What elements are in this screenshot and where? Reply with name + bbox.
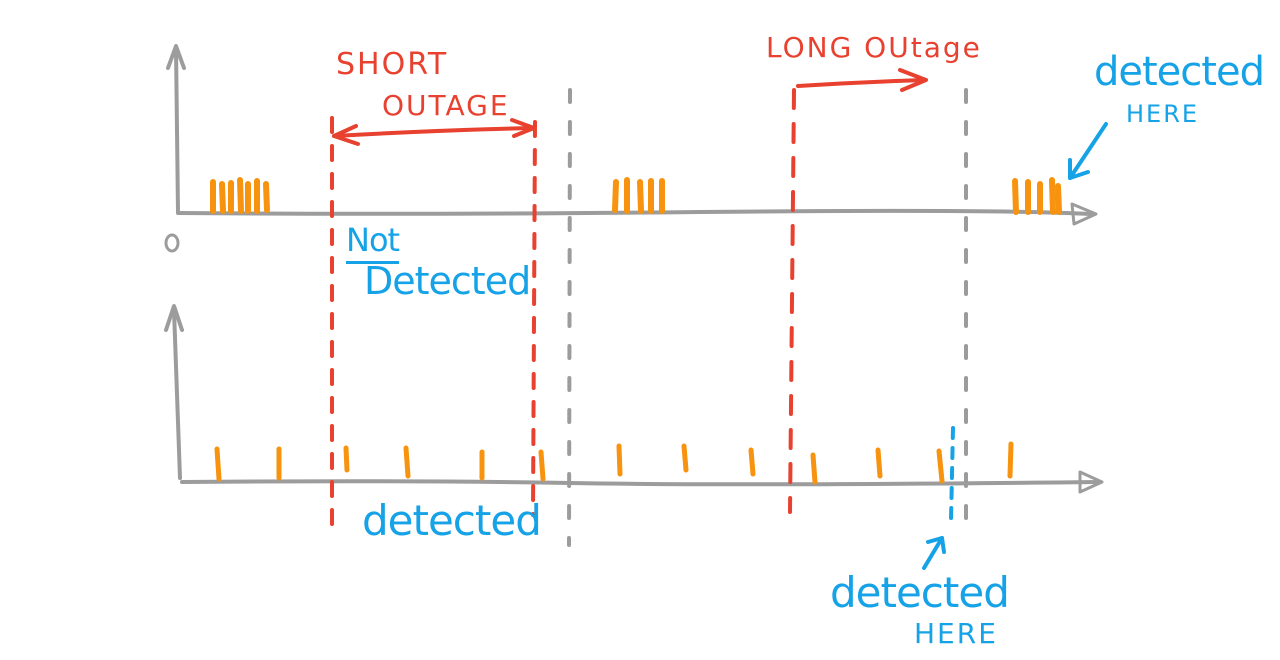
top-sample-bursts <box>210 177 1062 215</box>
bottom-x-axis <box>180 479 1100 487</box>
bottom-y-axis-arrowhead-icon <box>164 304 184 332</box>
top-y-axis-arrowhead-icon <box>166 44 186 70</box>
long-outage-start <box>788 68 928 514</box>
bottom-right-detected-label: detected <box>830 568 1010 617</box>
short-outage-label-line1: SHORT <box>336 47 449 82</box>
annotation-arrows <box>922 122 1108 570</box>
bottom-periodic-samples <box>214 441 1014 485</box>
bottom-y-axis <box>172 308 182 480</box>
short-outage-boundaries <box>330 116 537 527</box>
bottom-detected-here-arrow-icon <box>922 536 944 570</box>
bottom-right-here-label: HERE <box>914 617 998 650</box>
origin-zero-icon <box>164 233 180 253</box>
bottom-x-axis-arrowhead-icon <box>1078 470 1104 494</box>
detection-point-line <box>949 426 955 522</box>
not-detected-label: Detected <box>364 259 531 303</box>
short-outage-end-line <box>531 120 537 517</box>
short-outage-label-line2: OUTAGE <box>382 89 510 122</box>
long-outage-label: LONG OUtage <box>766 31 982 64</box>
not-text: Not <box>346 221 400 264</box>
top-detected-here-arrow-icon <box>1068 122 1108 180</box>
top-x-axis <box>176 208 1092 216</box>
short-outage-span-arrow-icon <box>332 118 536 146</box>
top-right-here-label: HERE <box>1126 100 1200 128</box>
window-boundaries <box>567 88 968 547</box>
top-x-axis-arrowhead-icon <box>1070 202 1098 226</box>
top-axes <box>166 44 1098 226</box>
top-right-detected-label: detected <box>1094 49 1265 95</box>
bottom-axes <box>164 304 1104 494</box>
bottom-detected-label: detected <box>362 496 542 545</box>
long-outage-arrow-icon <box>796 78 926 88</box>
top-y-axis <box>174 46 180 214</box>
not-label: Not <box>346 221 400 264</box>
long-outage-start-line <box>788 88 796 514</box>
window-boundary-1 <box>567 88 572 547</box>
